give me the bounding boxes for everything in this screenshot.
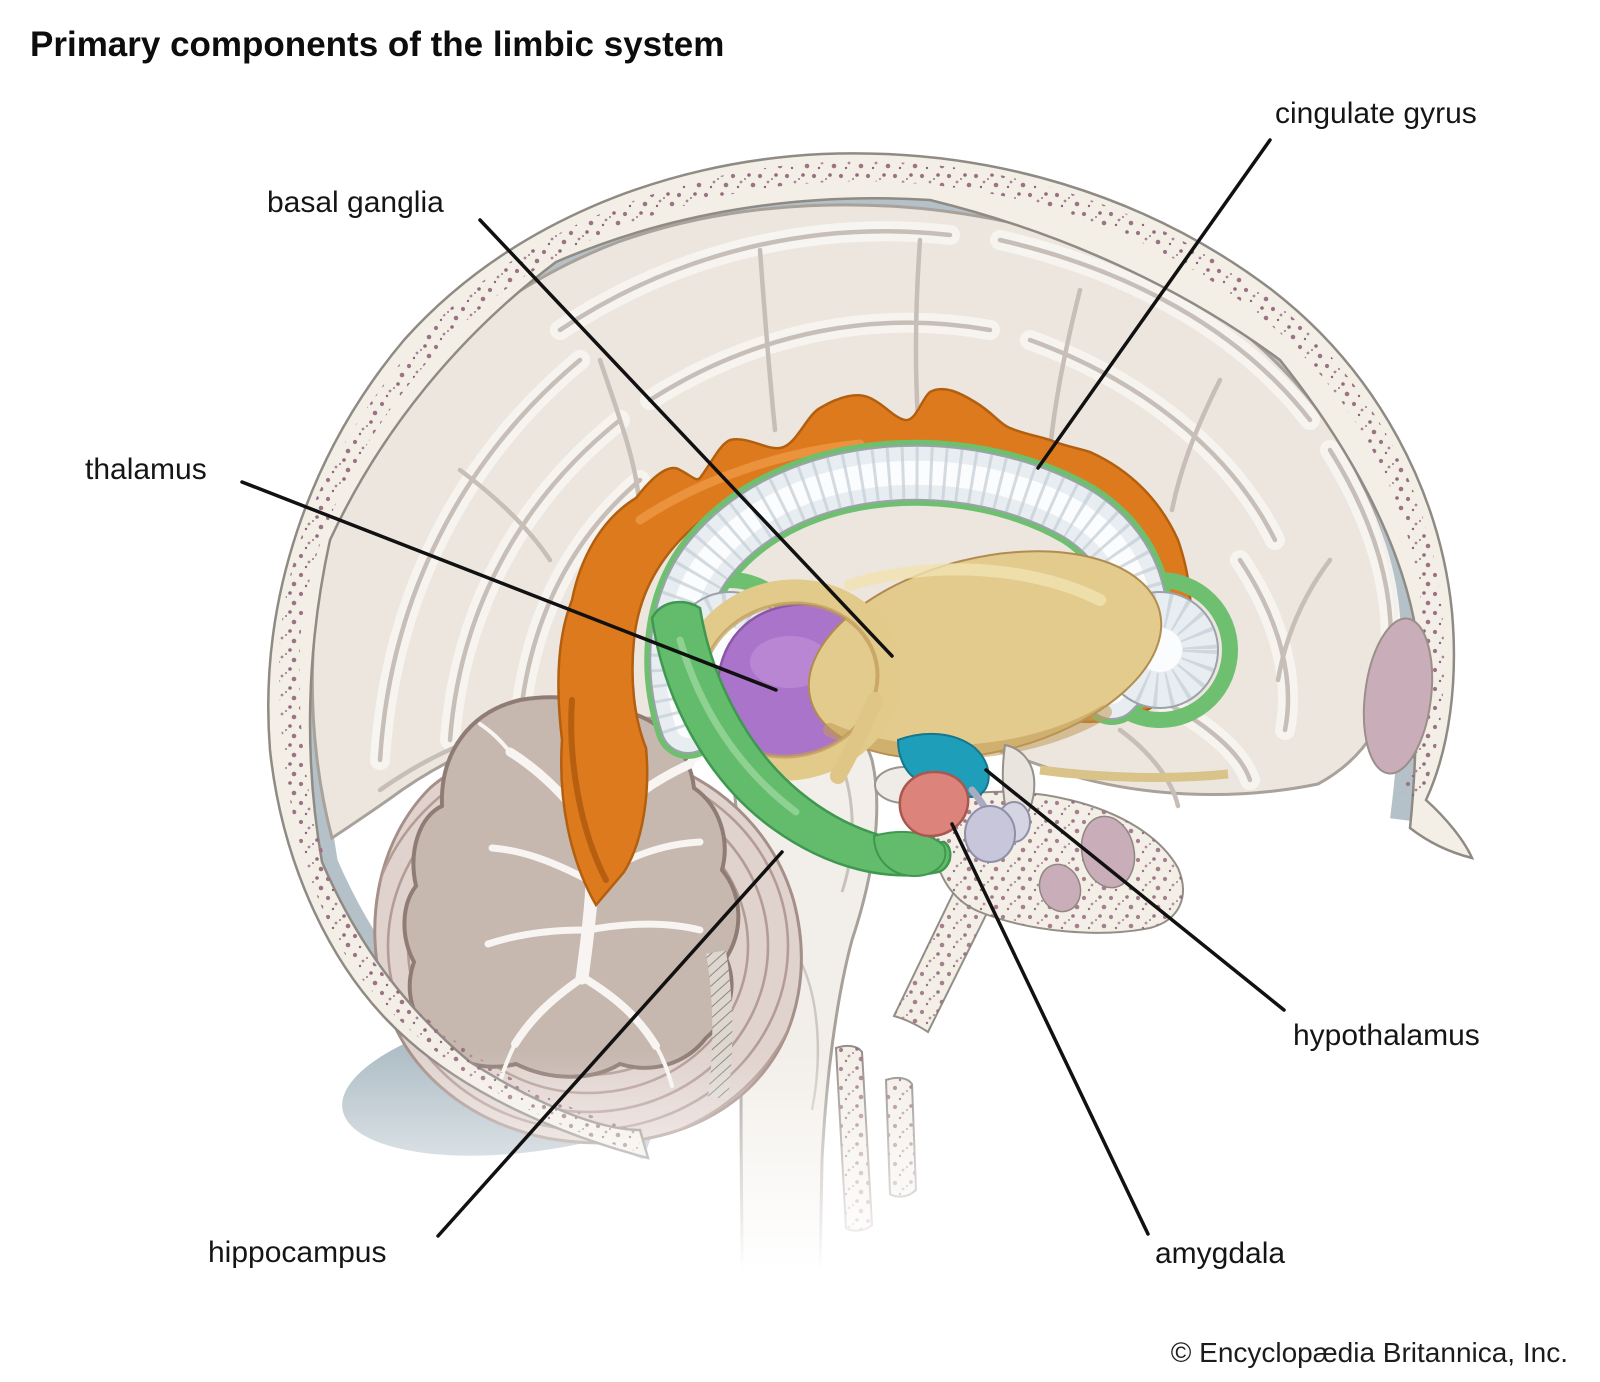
label-amygdala: amygdala [1155, 1237, 1285, 1270]
cingulate-shadow [568, 697, 609, 883]
cingulate-highlight [635, 439, 865, 525]
limbic-structures [557, 387, 1238, 908]
frontal-sinus-cavity [1362, 617, 1434, 775]
amygdala-structure [898, 770, 970, 838]
cerebellum [373, 695, 803, 1145]
label-hypothalamus: hypothalamus [1293, 1019, 1480, 1052]
leader-lines [240, 138, 1286, 1238]
cingulate-gyrus-leader-line [1036, 138, 1272, 470]
skull-bone-band [267, 152, 1475, 1160]
amygdala-leader-line [950, 822, 1150, 1236]
skull [267, 152, 1475, 1160]
skull-diploe-stipple [279, 161, 1445, 1152]
basal-ganglia-leader-line [478, 218, 894, 658]
label-hippocampus: hippocampus [208, 1236, 386, 1269]
sphenoid-sinus-cavity-2 [1038, 863, 1082, 913]
pituitary-gland [964, 786, 1031, 863]
sphenoid-sinus-cavity-1 [1080, 815, 1136, 889]
bottom-fade [0, 1050, 1600, 1382]
thalamus-leader-line [240, 480, 778, 692]
basal-ganglia-highlight [844, 563, 1106, 606]
figure-title: Primary components of the limbic system [30, 25, 724, 64]
hippocampus-highlight [676, 636, 800, 816]
pituitary-anterior-lobe [964, 805, 1016, 863]
hippocampus-leader-line [436, 850, 784, 1238]
hypothalamus-leader-line [984, 768, 1286, 1012]
label-cingulate-gyrus: cingulate gyrus [1275, 97, 1477, 130]
fornix-column [830, 692, 883, 784]
frontal-base-strip [1039, 765, 1229, 782]
label-thalamus: thalamus [85, 453, 207, 486]
hippocampus-head [872, 830, 947, 878]
label-basal-ganglia: basal ganglia [267, 186, 444, 219]
sulci-lines [377, 229, 1394, 809]
copyright-credit: © Encyclopædia Britannica, Inc. [1171, 1337, 1568, 1368]
